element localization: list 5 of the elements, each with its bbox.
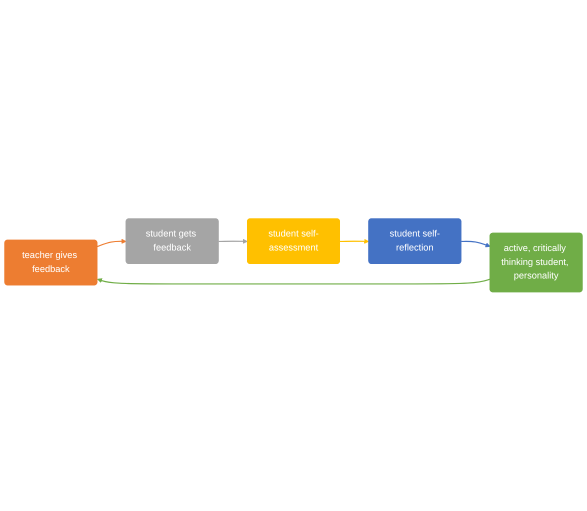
arrow xyxy=(340,239,370,244)
arrow xyxy=(97,239,126,248)
arrow xyxy=(97,278,490,285)
arrow xyxy=(218,239,248,244)
arrow xyxy=(461,240,490,248)
